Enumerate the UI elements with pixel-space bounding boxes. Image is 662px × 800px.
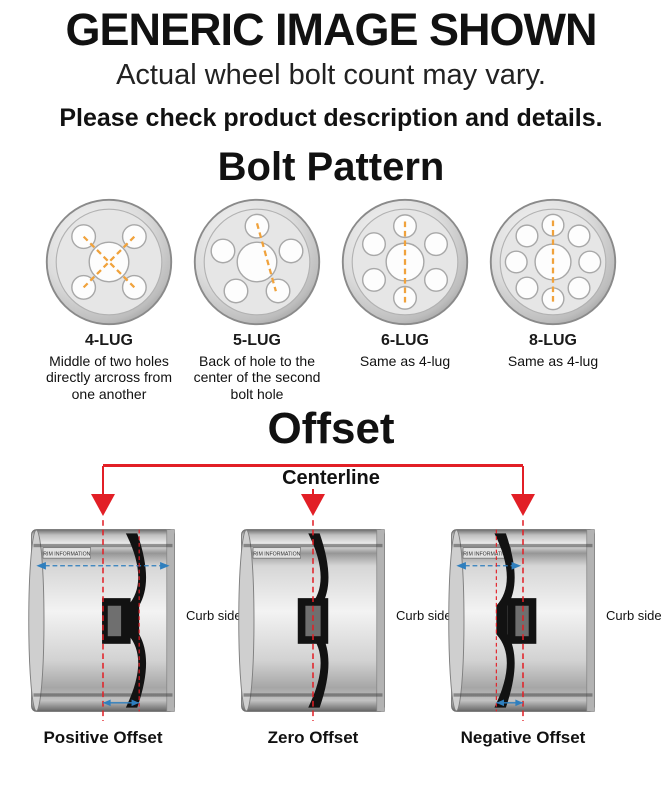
- lug-label: 4-LUG: [85, 331, 133, 349]
- lug-item-5: 5-LUG Back of hole to the center of the …: [183, 196, 331, 403]
- lug-description: Middle of two holes directly arcross fro…: [45, 352, 173, 402]
- bolt-pattern-section: Bolt Pattern 4-LUG Midd: [0, 145, 662, 403]
- centerline-connector: [102, 466, 104, 495]
- measure-lines: [255, 222, 277, 292]
- offset-section: Offset Centerline: [0, 404, 662, 754]
- lug-description: Same as 4-lug: [507, 352, 599, 369]
- lug-item-8: 8-LUG Same as 4-lug: [479, 196, 627, 403]
- rim-info-box: RIM INFORMATION: [42, 547, 91, 559]
- curb-side-label: Curb side: [396, 608, 452, 624]
- page-note: Please check product description and det…: [59, 103, 603, 132]
- lug-label: 8-LUG: [529, 331, 577, 349]
- rim-info-text: RIM INFORMATION: [253, 551, 300, 557]
- mounting-flange: [494, 533, 515, 708]
- offset-heading: Offset: [267, 404, 395, 454]
- rim-info-text: RIM INFORMATION: [43, 551, 90, 557]
- centerline-connector: [522, 466, 524, 495]
- header: GENERIC IMAGE SHOWN Actual wheel bolt co…: [0, 4, 662, 133]
- offset-type-label: Positive Offset: [43, 728, 163, 748]
- mounting-flange: [125, 533, 147, 708]
- bolt-holes: [504, 213, 602, 310]
- offset-wheel-zero: RIM INFORMATION Curb side Zero Offset: [234, 518, 452, 748]
- page-title: GENERIC IMAGE SHOWN: [65, 4, 597, 55]
- centerline-bar: [103, 464, 523, 468]
- curb-side-label: Curb side: [606, 608, 662, 624]
- curb-side-label: Curb side: [186, 608, 242, 624]
- lug-wheel-8-icon: [489, 198, 617, 325]
- centerline-pointer-icon: [301, 494, 325, 517]
- center-bore: [236, 241, 278, 283]
- centerline-pointer-icon: [91, 494, 115, 517]
- offset-arrow: [103, 699, 140, 707]
- lug-description: Same as 4-lug: [359, 352, 451, 369]
- offset-type-label: Zero Offset: [267, 728, 359, 748]
- bolt-pattern-heading: Bolt Pattern: [217, 144, 445, 189]
- center-bore: [88, 241, 130, 283]
- bolt-holes: [210, 213, 304, 304]
- offset-wheels-row: RIM INFORMATION: [24, 518, 662, 748]
- lug-row: 4-LUG Middle of two holes directly arcro…: [0, 196, 662, 403]
- centerline-label: Centerline: [0, 467, 662, 490]
- lug-wheel-5-icon: [193, 198, 321, 325]
- offset-wheel-negative: RIM INFORMATION: [444, 518, 662, 748]
- rim-info-text: RIM INFORMATION: [463, 551, 510, 557]
- lug-item-4: 4-LUG Middle of two holes directly arcro…: [35, 196, 183, 403]
- offset-wheel-positive: RIM INFORMATION: [24, 518, 242, 748]
- lug-description: Back of hole to the center of the second…: [193, 352, 321, 402]
- centerline-pointer-icon: [511, 494, 535, 517]
- bolt-holes: [361, 213, 449, 310]
- lug-label: 5-LUG: [233, 331, 281, 349]
- offset-figure: Centerline RIM INFORMATION: [0, 454, 662, 754]
- width-arrow: [36, 562, 170, 570]
- width-arrow: [456, 562, 522, 570]
- positive-offset-diagram: RIM INFORMATION: [28, 520, 175, 722]
- negative-offset-diagram: RIM INFORMATION: [448, 520, 595, 722]
- lug-item-6: 6-LUG Same as 4-lug: [331, 196, 479, 403]
- measure-lines: [82, 235, 136, 288]
- offset-arrow: [496, 699, 523, 707]
- offset-type-label: Negative Offset: [460, 728, 586, 748]
- lug-label: 6-LUG: [381, 331, 429, 349]
- rim-info-box: RIM INFORMATION: [252, 547, 301, 559]
- zero-offset-diagram: RIM INFORMATION: [238, 520, 385, 722]
- lug-wheel-4-icon: [45, 198, 173, 325]
- bolt-holes: [71, 223, 147, 300]
- page-subtitle: Actual wheel bolt count may vary.: [116, 58, 546, 91]
- lug-wheel-6-icon: [341, 198, 469, 325]
